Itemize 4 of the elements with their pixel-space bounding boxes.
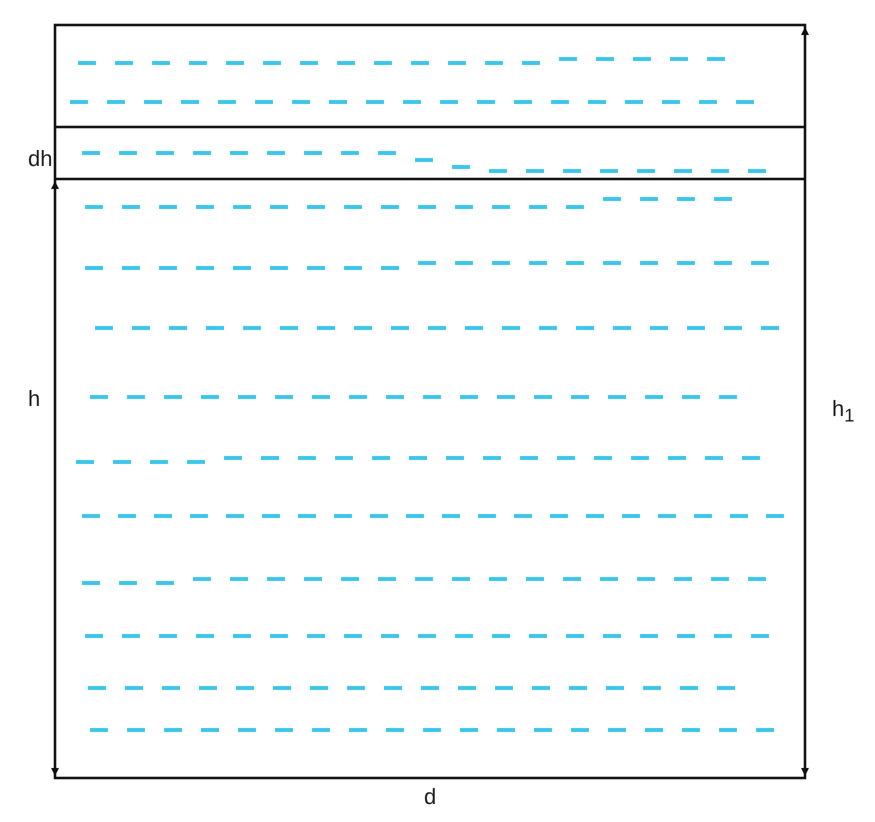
dimension-label: d	[424, 786, 436, 808]
dimension-label: h	[28, 388, 40, 410]
dimension-label: dh	[28, 148, 52, 170]
dimension-label: h$_{1}$	[832, 398, 854, 425]
